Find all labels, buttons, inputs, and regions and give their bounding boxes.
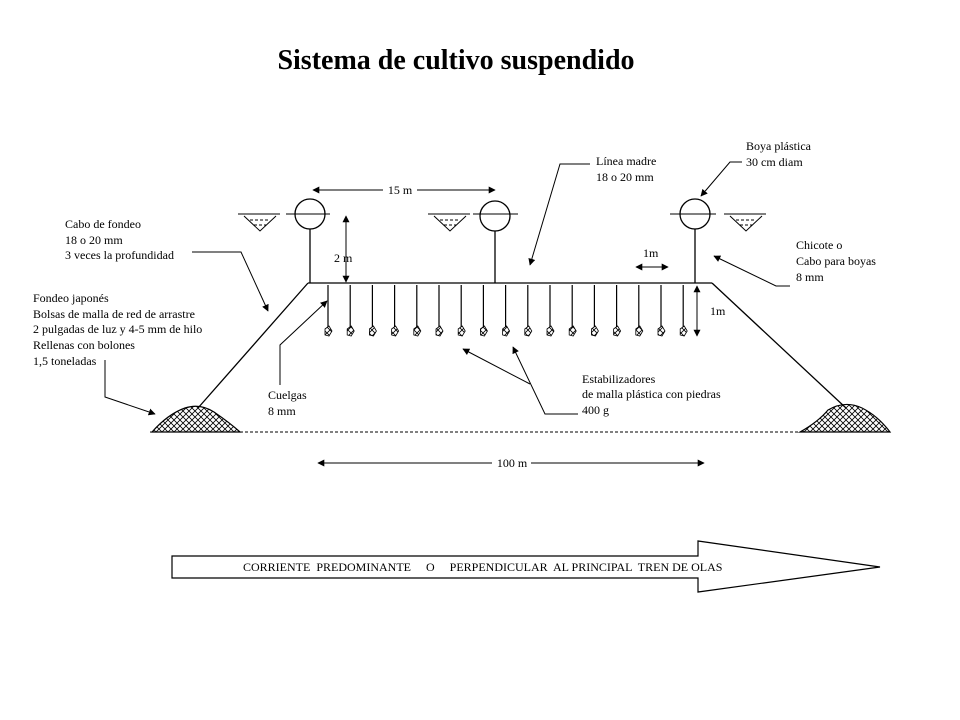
stabilizer-weight xyxy=(546,325,555,337)
label-chicote: Chicote o Cabo para boyas 8 mm xyxy=(713,238,876,287)
label-line: Rellenas con bolones xyxy=(33,338,135,352)
stabilizer-weight xyxy=(568,325,577,337)
label-line: Fondeo japonés xyxy=(33,291,109,305)
hanger xyxy=(480,285,488,337)
label-fondeo-japones: Fondeo japonés Bolsas de malla de red de… xyxy=(33,291,202,416)
stabilizer-weight xyxy=(679,325,688,337)
hanger xyxy=(435,285,444,337)
label-line: Bolsas de malla de red de arrastre xyxy=(33,307,195,321)
stabilizer-weight xyxy=(502,325,511,337)
label-line: Boya plástica xyxy=(746,139,812,153)
hanger xyxy=(613,285,622,337)
label-line: 400 g xyxy=(582,403,609,417)
label-line: 18 o 20 mm xyxy=(596,170,654,184)
hanger xyxy=(502,285,511,337)
stabilizer-weight xyxy=(324,325,333,337)
water-level-icon xyxy=(724,213,766,232)
stabilizer-weight xyxy=(480,325,488,337)
stabilizer-weight xyxy=(413,325,422,337)
buoy xyxy=(286,198,330,283)
label-line: Cabo de fondeo xyxy=(65,217,141,231)
stabilizer-weight xyxy=(591,325,599,337)
buoys xyxy=(286,198,716,283)
hanger xyxy=(324,285,333,337)
hanger xyxy=(568,285,577,337)
dimension-hanger-spacing: 1m xyxy=(635,246,669,271)
hanger xyxy=(391,285,400,337)
stabilizer-weight xyxy=(524,325,533,337)
hanger xyxy=(524,285,533,337)
dimension-depth: 2 m xyxy=(334,215,353,283)
hanger xyxy=(413,285,422,337)
label-line: 3 veces la profundidad xyxy=(65,248,174,262)
dimension-label: 1m xyxy=(643,246,659,260)
dimension-label: 100 m xyxy=(497,456,528,470)
page-title: Sistema de cultivo suspendido xyxy=(277,45,634,76)
hanger xyxy=(546,285,555,337)
current-arrow: CORRIENTE PREDOMINANTE O PERPENDICULAR A… xyxy=(171,540,881,593)
label-line: Cuelgas xyxy=(268,388,307,402)
stabilizer-weight xyxy=(657,325,666,337)
hanger xyxy=(369,285,377,337)
label-line: 1,5 toneladas xyxy=(33,354,97,368)
label-line: 18 o 20 mm xyxy=(65,233,123,247)
hanger xyxy=(346,285,355,337)
dimension-label: 2 m xyxy=(334,251,353,265)
label-line: 2 pulgadas de luz y 4-5 mm de hilo xyxy=(33,322,202,336)
label-line: 8 mm xyxy=(796,270,824,284)
sea-surface-marks xyxy=(238,213,766,232)
label-boya: Boya plástica 30 cm diam xyxy=(700,139,812,197)
hanger xyxy=(679,285,688,337)
label-line: 8 mm xyxy=(268,404,296,418)
stabilizer-weight xyxy=(613,325,622,337)
hangers xyxy=(324,285,688,337)
dimension-total-length: 100 m xyxy=(317,456,705,470)
water-level-icon xyxy=(428,213,470,232)
label-line: 30 cm diam xyxy=(746,155,803,169)
stabilizer-weight xyxy=(369,325,377,337)
label-line: Estabilizadores xyxy=(582,372,656,386)
label-cuelgas: Cuelgas 8 mm xyxy=(268,300,328,418)
dimension-buoy-spacing: 15 m xyxy=(312,183,496,197)
dimension-hanger-length: 1m xyxy=(693,285,726,337)
hanger xyxy=(591,285,599,337)
anchor-bag-left xyxy=(150,405,242,433)
label-estabilizadores: Estabilizadores de malla plástica con pi… xyxy=(462,346,721,417)
anchor-rope-left xyxy=(197,282,309,409)
stabilizer-weight xyxy=(346,325,355,337)
hanger xyxy=(457,285,466,337)
stabilizer-weight xyxy=(635,325,644,337)
label-line: Cabo para boyas xyxy=(796,254,876,268)
label-line: de malla plástica con piedras xyxy=(582,387,721,401)
stabilizer-weight xyxy=(391,325,400,337)
label-linea-madre: Línea madre 18 o 20 mm xyxy=(528,154,656,266)
stabilizer-weight xyxy=(435,325,444,337)
dimension-label: 15 m xyxy=(388,183,413,197)
label-line: Chicote o xyxy=(796,238,842,252)
dimension-label: 1m xyxy=(710,304,726,318)
stabilizer-weight xyxy=(457,325,466,337)
current-arrow-label: CORRIENTE PREDOMINANTE O PERPENDICULAR A… xyxy=(243,560,722,574)
water-level-icon xyxy=(238,213,280,232)
buoy xyxy=(473,200,518,283)
label-line: Línea madre xyxy=(596,154,656,168)
anchor-rope-right xyxy=(711,282,847,409)
label-cabo-fondeo: Cabo de fondeo 18 o 20 mm 3 veces la pro… xyxy=(65,217,269,312)
anchor-bag-right xyxy=(797,403,892,433)
hanger xyxy=(635,285,644,337)
buoy xyxy=(670,198,716,283)
hanger xyxy=(657,285,666,337)
